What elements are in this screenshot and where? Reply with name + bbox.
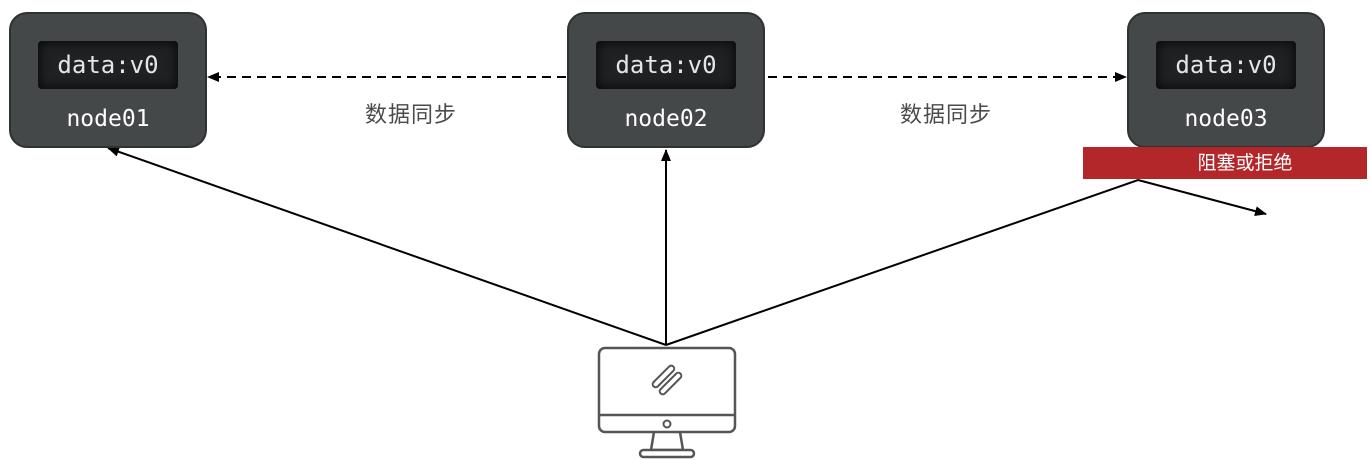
sync-label-left: 数据同步 [364, 103, 457, 128]
node-name: node02 [624, 106, 708, 132]
node-data-value: data:v0 [596, 41, 736, 89]
blocked-badge: 阻塞或拒绝 [1083, 147, 1367, 179]
request-arrow-node03-rejected [665, 178, 1267, 346]
sync-label-right: 数据同步 [899, 103, 992, 128]
blocked-label: 阻塞或拒绝 [1197, 152, 1293, 174]
node-data-value: data:v0 [38, 41, 178, 89]
desktop-monitor-icon [597, 346, 737, 459]
node-data-value: data:v0 [1156, 41, 1296, 89]
node-node02: data:v0 node02 [567, 12, 765, 148]
node-name: node03 [1184, 106, 1268, 132]
node-name: node01 [66, 106, 150, 132]
node-node03: data:v0 node03 [1127, 12, 1325, 148]
request-arrow-node01 [107, 146, 667, 346]
node-node01: data:v0 node01 [9, 12, 207, 148]
